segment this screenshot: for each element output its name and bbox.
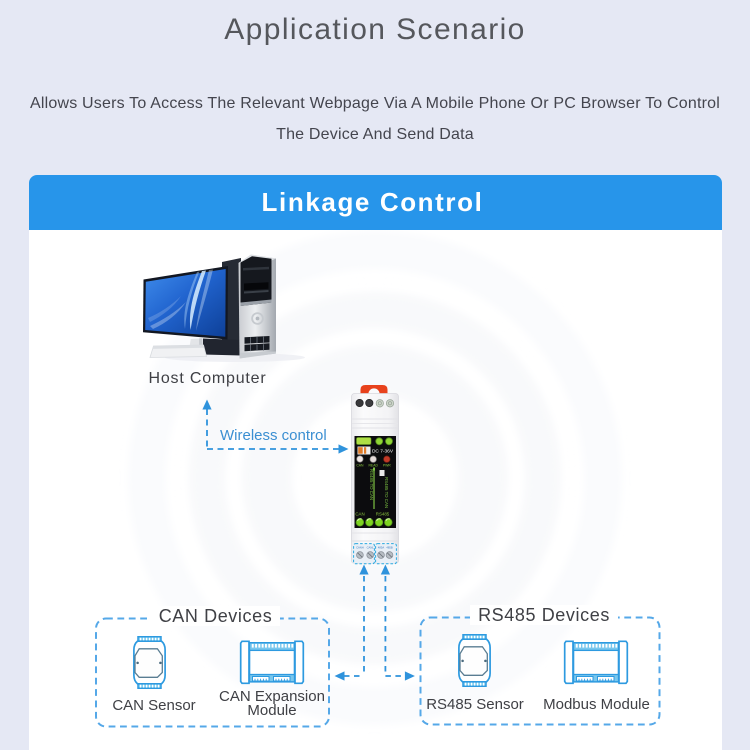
svg-text:485A: 485A xyxy=(378,546,384,550)
svg-text:CAN: CAN xyxy=(356,464,364,468)
svg-text:485B: 485B xyxy=(386,546,392,550)
svg-text:PWR: PWR xyxy=(383,464,391,468)
svg-text:CAN: CAN xyxy=(355,512,364,517)
svg-text:CANH: CANH xyxy=(356,546,364,550)
svg-text:RS485: RS485 xyxy=(376,512,390,517)
svg-text:READ: READ xyxy=(368,464,378,468)
svg-text:CANL: CANL xyxy=(367,546,375,550)
svg-text:DC 7-36V: DC 7-36V xyxy=(372,449,394,455)
svg-text:RS485 TO CAN: RS485 TO CAN xyxy=(384,477,389,508)
svg-text:RS485 TO CAN: RS485 TO CAN xyxy=(369,469,374,500)
